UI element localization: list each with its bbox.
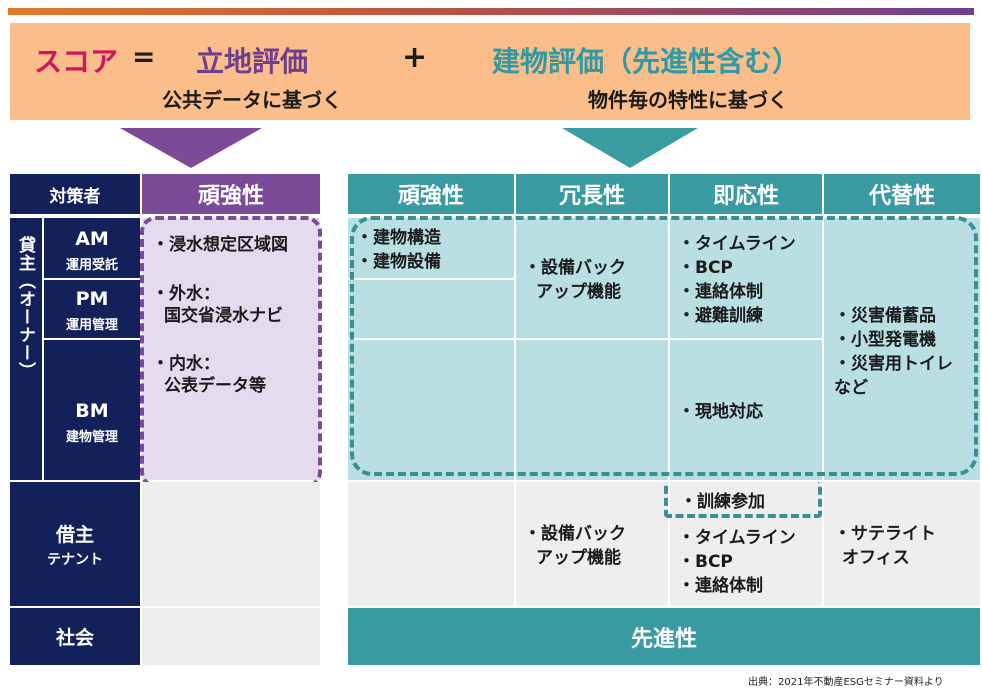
society-location-cell [142,608,320,665]
location-eval-subtitle: 公共データに基づく [162,88,342,112]
tenant-main: 借主 [55,523,94,546]
tenant-response-line-3: ・連絡体制 [678,576,763,596]
equals-sign: = [132,40,156,73]
response-line-3: ・連絡体制 [678,282,763,302]
building-eval-subtitle: 物件毎の特性に基づく [588,88,788,112]
building-down-arrow-icon [562,128,698,168]
score-label: スコア [34,45,119,78]
location-robust-line-3: 国交省浸水ナビ [164,306,283,326]
score-banner [10,23,970,120]
row-sep-robust [348,278,514,280]
alternative-line-2: ・小型発電機 [834,330,936,350]
role-am-code: AM [75,228,109,250]
tenant-location-cell [142,482,320,606]
role-bm-desc: 建物管理 [65,429,118,445]
tenant-alternative-line-1: ・サテライト [834,524,936,544]
robust-line-2: ・建物設備 [356,252,441,272]
tenant-alternative-line-2: オフィス [842,548,910,568]
owner-building-area [348,218,980,480]
redundancy-line-2: アップ機能 [536,282,621,302]
location-robust-cell [142,218,320,480]
location-down-arrow-icon [120,128,262,168]
top-accent-bar [8,8,974,15]
alternative-line-3: ・災害用トイレ [834,354,953,374]
plus-sign: + [402,40,428,75]
alternative-line-4: など [834,378,868,398]
location-highlight-dashed [140,216,322,488]
location-robust-line-2: ・外水： [152,284,220,304]
header-response: 即応性 [670,174,822,214]
response-line-4: ・避難訓練 [678,306,763,326]
tenant-response-line-2: ・BCP [678,552,733,572]
col-sep-3 [822,218,824,480]
building-eval-label: 建物評価（先進性含む） [492,45,801,78]
role-pm-desc: 運用管理 [65,317,118,333]
owner-block [10,218,140,480]
tenant-response-cell [670,482,822,606]
role-divider-2 [44,338,140,340]
tenant-robust-cell [348,482,514,606]
tenant-redundancy-cell [516,482,668,606]
tenant-redundancy-line-1: ・設備バック [524,524,626,544]
source-note: 出典：2021年不動産ESGセミナー資料より [748,677,944,688]
header-actor: 対策者 [10,174,140,214]
role-divider-1 [44,278,140,280]
tenant-sub: テナント [47,551,103,568]
col-sep-1 [514,218,516,480]
robust-line-1: ・建物構造 [356,228,441,248]
tenant-label-cell: 借主 テナント [10,482,140,606]
redundancy-line-1: ・設備バック [524,258,626,278]
role-bm-code: BM [75,400,109,422]
tenant-training: ・訓練参加 [680,492,765,512]
header-alternative: 代替性 [824,174,980,214]
location-eval-label: 立地評価 [196,45,309,78]
tenant-response-line-1: ・タイムライン [678,528,796,548]
society-label: 社会 [10,608,140,665]
row-sep-bm [348,338,822,340]
response-line-1: ・タイムライン [678,234,796,254]
owner-divider [42,218,44,480]
alternative-line-1: ・災害備蓄品 [834,306,936,326]
owner-label: 貸主（オーナー） [15,236,35,380]
training-highlight-dashed [664,482,822,518]
building-highlight-dashed [350,216,978,476]
tenant-alternative-cell [824,482,980,606]
tenant-redundancy-line-2: アップ機能 [536,548,621,568]
header-redundancy: 冗長性 [516,174,668,214]
location-robust-line-4: ・内水： [152,354,220,374]
response-line-2: ・BCP [678,258,733,278]
header-robust-location: 頑強性 [142,174,320,214]
header-robust: 頑強性 [348,174,514,214]
role-pm-code: PM [75,288,109,310]
col-sep-2 [668,218,670,480]
role-am-desc: 運用受託 [65,257,118,273]
response-onsite: ・現地対応 [678,402,763,422]
society-advanced-cell: 先進性 [348,608,980,665]
location-robust-line-5: 公表データ等 [164,376,266,396]
location-robust-line-1: ・浸水想定区域図 [152,235,288,255]
